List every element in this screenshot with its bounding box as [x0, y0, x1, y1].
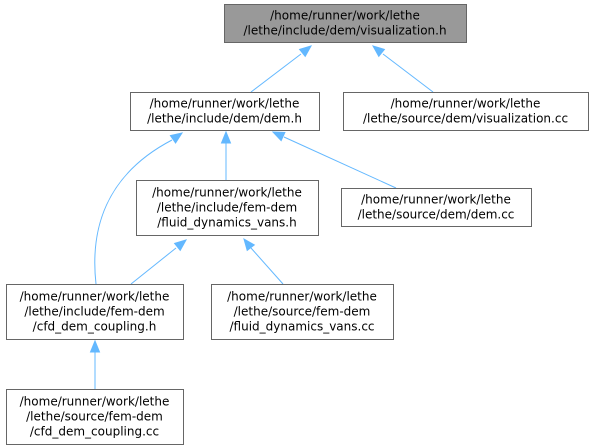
node-label-line: /cfd_dem_coupling.h [33, 320, 157, 334]
edge-arrowhead [173, 239, 188, 252]
node-label-line: /fluid_dynamics_vans.cc [229, 320, 374, 334]
node-dem_h[interactable]: /home/runner/work/lethe/lethe/include/de… [130, 92, 320, 131]
node-label-line: /lethe/source/dem/visualization.cc [363, 112, 568, 126]
node-box[interactable] [343, 92, 589, 131]
graph-edges [89, 45, 434, 389]
node-dem_cc[interactable]: /home/runner/work/lethe/lethe/source/dem… [341, 188, 532, 227]
edge-line [250, 247, 284, 285]
edge-cfd_dem_coupling_cc-to-cfd_dem_coupling_h [89, 339, 101, 389]
edge-dem_h-to-visualization_h [250, 45, 313, 93]
edge-line [283, 136, 397, 189]
node-cfd_dem_coupling_cc[interactable]: /home/runner/work/lethe/lethe/source/fem… [6, 389, 184, 445]
node-label-line: /fluid_dynamics_vans.h [157, 216, 296, 230]
edge-arrowhead [169, 132, 184, 144]
node-fluid_dynamics_vans_cc[interactable]: /home/runner/work/lethe/lethe/source/fem… [211, 284, 394, 340]
graph-nodes: /home/runner/work/lethe/lethe/include/de… [6, 4, 589, 445]
node-box[interactable] [130, 92, 320, 131]
edge-arrowhead [89, 339, 101, 353]
node-label-line: /cfd_dem_coupling.cc [30, 425, 159, 439]
node-label-line: /lethe/include/dem/visualization.h [243, 24, 446, 38]
edge-line [382, 53, 434, 93]
node-label-line: /lethe/include/fem-dem [157, 201, 297, 215]
node-label-line: /lethe/source/fem-dem [26, 410, 163, 424]
node-label-line: /home/runner/work/lethe [227, 290, 377, 304]
node-label-line: /home/runner/work/lethe [361, 193, 511, 207]
node-label-line: /lethe/include/dem/dem.h [147, 112, 302, 126]
edge-cfd_dem_coupling_h-to-fluid_dynamics_vans_h [130, 239, 188, 285]
edge-fluid_dynamics_vans_h-to-dem_h [220, 130, 232, 180]
edge-arrowhead [298, 45, 313, 58]
node-label-line: /home/runner/work/lethe [20, 290, 170, 304]
node-label-line: /home/runner/work/lethe [150, 97, 300, 111]
node-box[interactable] [6, 389, 184, 445]
node-visualization_h[interactable]: /home/runner/work/lethe/lethe/include/de… [224, 4, 467, 43]
node-label-line: /lethe/include/fem-dem [24, 305, 164, 319]
node-visualization_cc[interactable]: /home/runner/work/lethe/lethe/source/dem… [343, 92, 589, 131]
node-fluid_dynamics_vans_h[interactable]: /home/runner/work/lethe/lethe/include/fe… [136, 180, 319, 236]
node-label-line: /lethe/source/fem-dem [234, 305, 371, 319]
edge-line [130, 247, 177, 285]
edge-arrowhead [243, 237, 256, 252]
edge-arrowhead [371, 45, 386, 58]
node-box[interactable] [6, 284, 184, 340]
edge-arrowhead [271, 131, 286, 142]
edge-line [250, 53, 302, 93]
edge-fluid_dynamics_vans_cc-to-fluid_dynamics_vans_h [243, 237, 284, 285]
node-cfd_dem_coupling_h[interactable]: /home/runner/work/lethe/lethe/include/fe… [6, 284, 184, 340]
node-box[interactable] [136, 180, 319, 236]
edge-visualization_cc-to-visualization_h [371, 45, 434, 93]
node-box[interactable] [224, 4, 467, 43]
node-label-line: /home/runner/work/lethe [20, 395, 170, 409]
edge-arrowhead [220, 130, 232, 144]
node-label-line: /home/runner/work/lethe [391, 97, 541, 111]
node-label-line: /home/runner/work/lethe [270, 9, 420, 23]
node-box[interactable] [341, 188, 532, 227]
node-label-line: /home/runner/work/lethe [152, 186, 302, 200]
edge-cfd_dem_coupling_h-to-dem_h [94, 132, 184, 285]
node-label-line: /lethe/source/dem/dem.cc [358, 208, 515, 222]
node-box[interactable] [211, 284, 394, 340]
edge-dem_cc-to-dem_h [271, 131, 397, 189]
edge-line [94, 139, 173, 285]
